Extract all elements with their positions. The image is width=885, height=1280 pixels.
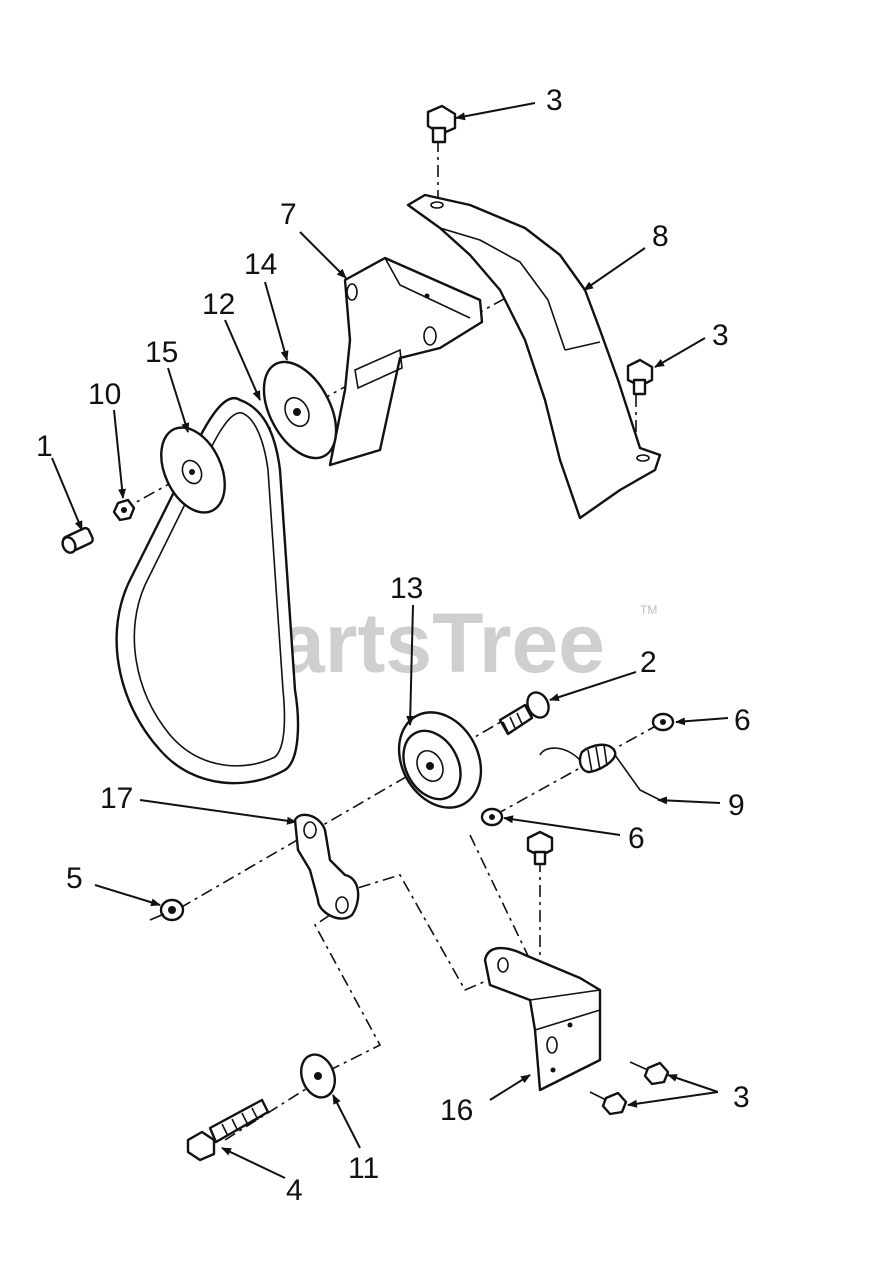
engine-bracket [328,256,484,467]
nut-10 [112,498,136,522]
callout-10: 10 [88,378,121,411]
bracket-screw [526,830,554,866]
callout-labels: 3 7 8 14 12 3 15 10 1 13 2 6 17 9 6 5 16… [36,84,751,1207]
pulley-15 [160,426,226,514]
callout-16: 16 [440,1094,473,1127]
callout-15: 15 [145,336,178,369]
washer-11 [299,1053,337,1099]
idler-arm-17 [293,813,360,920]
callout-3-top: 3 [546,84,563,117]
shoulder-bolt-2 [498,691,550,736]
bolt-1 [61,526,94,554]
screw-3-bracket-lower [589,1091,628,1116]
screw-3-guard [626,358,654,396]
watermark-trademark: TM [640,603,657,617]
pulley-14 [262,360,338,460]
callout-12: 12 [202,288,235,321]
callout-9: 9 [728,789,745,822]
nut-5 [149,898,185,922]
nut-6-bottom [480,807,504,827]
screw-3-bracket-upper [629,1061,670,1086]
spring-9 [539,743,661,801]
callout-13: 13 [390,572,423,605]
callout-11: 11 [348,1152,379,1185]
callout-6-top: 6 [734,704,751,737]
idler-pulley-13 [397,711,483,809]
callout-14: 14 [244,248,277,281]
bolt-4 [186,1098,270,1162]
callout-4: 4 [286,1174,303,1207]
callout-3-guard: 3 [712,319,729,352]
callout-2: 2 [640,646,657,679]
screw-3-top [426,104,457,144]
mounting-bracket-16 [483,946,602,1092]
callout-17: 17 [100,782,133,815]
callout-5: 5 [66,862,83,895]
callout-6-bottom: 6 [628,822,645,855]
belt-guard [406,193,662,520]
callout-8: 8 [652,220,669,253]
callout-7: 7 [280,198,297,231]
leader-lines [51,102,729,1179]
nut-6-top [651,712,675,732]
callout-3-bracket: 3 [733,1081,750,1114]
callout-1: 1 [36,430,53,463]
